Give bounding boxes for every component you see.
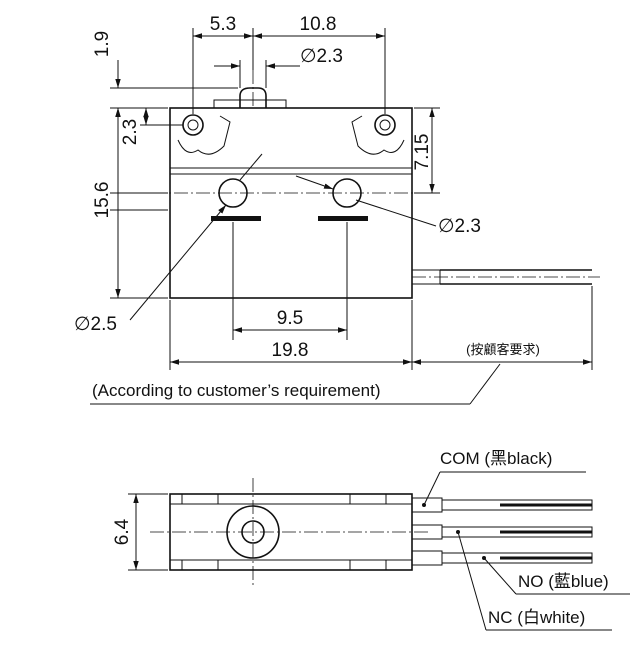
dim-9-5: 9.5 (277, 308, 303, 329)
switch-body (169, 107, 413, 299)
sleeve-com (411, 497, 443, 513)
sleeve-no (411, 550, 443, 566)
top-left-hole-inner (187, 119, 199, 131)
left-terminal-notch (177, 115, 231, 155)
dim-dia-2-3-right: ∅2.3 (438, 216, 481, 237)
leader-no (483, 557, 517, 595)
dim-dia-2-3-top: ∅2.3 (300, 46, 343, 67)
side-tab-bottom-left (181, 559, 219, 571)
leader-nc (457, 531, 487, 631)
side-tab-bottom-right (349, 559, 387, 571)
leader-dia-2-5-tail (239, 153, 263, 181)
dim-2-3: 2.3 (120, 119, 141, 145)
dim-dia-2-5: ∅2.5 (74, 314, 117, 335)
slot-left (211, 216, 261, 221)
dim-19-8: 19.8 (272, 340, 309, 361)
leader-dia-2-3-right-arrow (295, 175, 334, 190)
actuator-plunger (239, 87, 267, 108)
top-right-hole-inner (379, 119, 391, 131)
slot-right (318, 216, 368, 221)
dim-5-3: 5.3 (210, 14, 236, 35)
side-tab-top-right (349, 493, 387, 505)
top-view: 5.3 10.8 ∅2.3 1.9 2.3 15.6 7.15 ∅2.3 ∅2.… (74, 14, 600, 405)
note-customer-en: (According to customer’s requirement) (92, 381, 381, 400)
dim-15-6: 15.6 (92, 182, 113, 219)
dim-1-9: 1.9 (92, 31, 113, 57)
dim-6-4: 6.4 (112, 518, 133, 545)
leader-com (423, 471, 441, 506)
right-terminal-notch (351, 115, 405, 155)
top-right-hole (374, 114, 396, 136)
actuator-base (213, 99, 287, 109)
label-no: NO (藍blue) (518, 572, 609, 591)
dim-7-15: 7.15 (412, 134, 433, 171)
leader-dia-2-5 (129, 204, 227, 321)
label-nc: NC (白white) (488, 608, 585, 627)
side-tab-top-left (181, 493, 219, 505)
label-com: COM (黑black) (440, 449, 552, 468)
leader-customer-en (469, 363, 501, 405)
note-customer-cn: (按顧客要求) (466, 342, 540, 357)
leader-dia-2-3-right (355, 199, 437, 227)
side-view: COM (黑black) NO (藍blue) NC (白white) 6.4 (112, 449, 630, 631)
dim-10-8: 10.8 (300, 14, 337, 35)
